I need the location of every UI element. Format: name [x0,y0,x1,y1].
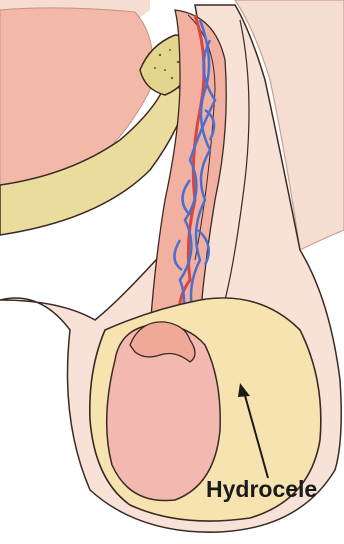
hydrocele-label: Hydrocele [206,476,317,503]
